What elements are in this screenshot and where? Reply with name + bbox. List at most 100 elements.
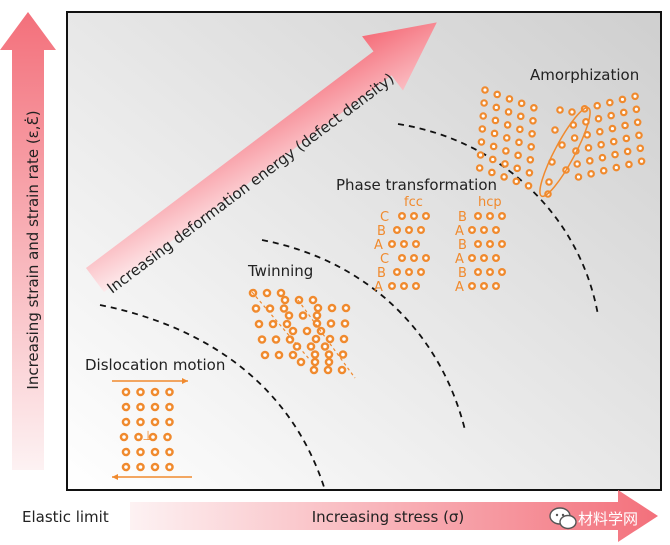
atom-core [260, 337, 264, 342]
atom-core [584, 120, 588, 124]
atom-core [480, 127, 484, 131]
atom-core [623, 123, 627, 128]
atom-core [494, 256, 498, 260]
dislocation-symbol-icon: ⊥ [142, 428, 153, 443]
atom-core [589, 172, 593, 176]
atom-core [612, 139, 616, 144]
atom-core [500, 270, 504, 274]
atom-core [285, 322, 289, 326]
atom-core [482, 101, 486, 105]
atom-core [636, 120, 640, 124]
atom-core [483, 88, 487, 92]
atom-core [167, 465, 172, 469]
atom-core [330, 306, 334, 310]
atom-core [478, 153, 483, 157]
atom-core [327, 352, 331, 357]
atom-core [299, 360, 303, 364]
atom-core [493, 118, 498, 123]
atom-core [495, 92, 499, 97]
atom-core [138, 405, 143, 409]
atom-core [122, 435, 126, 439]
atom-core [514, 179, 518, 183]
atom-core [329, 321, 333, 326]
atom-core [283, 298, 287, 302]
atom-core [138, 390, 143, 394]
atom-core [505, 136, 509, 140]
atom-core [279, 291, 283, 295]
atom-core [526, 184, 531, 188]
atom-core [424, 214, 428, 218]
atom-core [400, 256, 404, 260]
atom-core [390, 284, 394, 288]
hcp-layer-label: B [458, 266, 467, 281]
atom-core [124, 390, 128, 394]
atom-core [167, 390, 172, 394]
atom-core [488, 242, 492, 246]
fcc-layer-label: B [377, 224, 386, 239]
atom-core [314, 337, 318, 341]
atom-core [550, 160, 554, 164]
atom-core [595, 104, 599, 108]
twin-boundary-lines [251, 291, 356, 379]
atom-core [305, 329, 309, 333]
atom-core [470, 284, 474, 288]
hcp-layer-label: B [458, 238, 467, 253]
atom-core [637, 133, 641, 137]
atom-core [600, 156, 605, 160]
atom-core [153, 390, 157, 394]
atom-core [573, 136, 577, 140]
atom-core [478, 166, 482, 170]
atom-core [167, 405, 172, 409]
atom-core [419, 270, 423, 274]
fcc-layer-label: A [374, 280, 383, 295]
fcc-layer-label: B [377, 266, 386, 281]
atom-core [342, 337, 346, 341]
atom-core [167, 420, 172, 424]
atom-core [519, 114, 523, 118]
hcp-layer-label: A [455, 224, 464, 239]
atom-core [470, 228, 474, 232]
atom-core [528, 158, 532, 162]
atom-core [153, 405, 157, 409]
atom-core [633, 94, 637, 98]
atom-core [288, 337, 292, 342]
atom-core [341, 352, 345, 357]
atom-core [153, 465, 157, 469]
atom-core [626, 149, 630, 154]
atom-core [138, 420, 143, 424]
stress-axis-arrow [130, 490, 658, 542]
energy-arrow [85, 22, 437, 292]
atom-core [395, 228, 399, 232]
atom-core [614, 165, 618, 170]
atom-core [586, 146, 591, 150]
atom-core [610, 126, 615, 131]
atom-core [476, 242, 480, 246]
atom-core [571, 123, 575, 127]
atom-core [547, 180, 551, 184]
atom-core [507, 97, 512, 101]
atom-core [518, 127, 522, 131]
atom-core [622, 110, 626, 115]
atom-core [282, 306, 286, 311]
fcc-layer-label: C [380, 210, 389, 225]
fcc-layer-label: A [374, 238, 383, 253]
atom-core [265, 291, 269, 295]
atom-core [254, 306, 258, 311]
atom-core [295, 344, 299, 349]
atom-core [516, 153, 520, 157]
atom-core [490, 170, 494, 175]
atom-core [553, 128, 557, 132]
atom-core [588, 159, 592, 163]
atom-core [257, 322, 261, 326]
elastic-limit-label: Elastic limit [22, 508, 109, 526]
wechat-icon [549, 507, 577, 530]
atom-core [291, 329, 295, 333]
atom-core [407, 270, 411, 274]
atom-core [470, 256, 474, 260]
atom-core [492, 144, 496, 149]
atom-core [167, 450, 172, 454]
atom-core [500, 214, 504, 218]
phase-transformation-title: Phase transformation [336, 176, 497, 194]
